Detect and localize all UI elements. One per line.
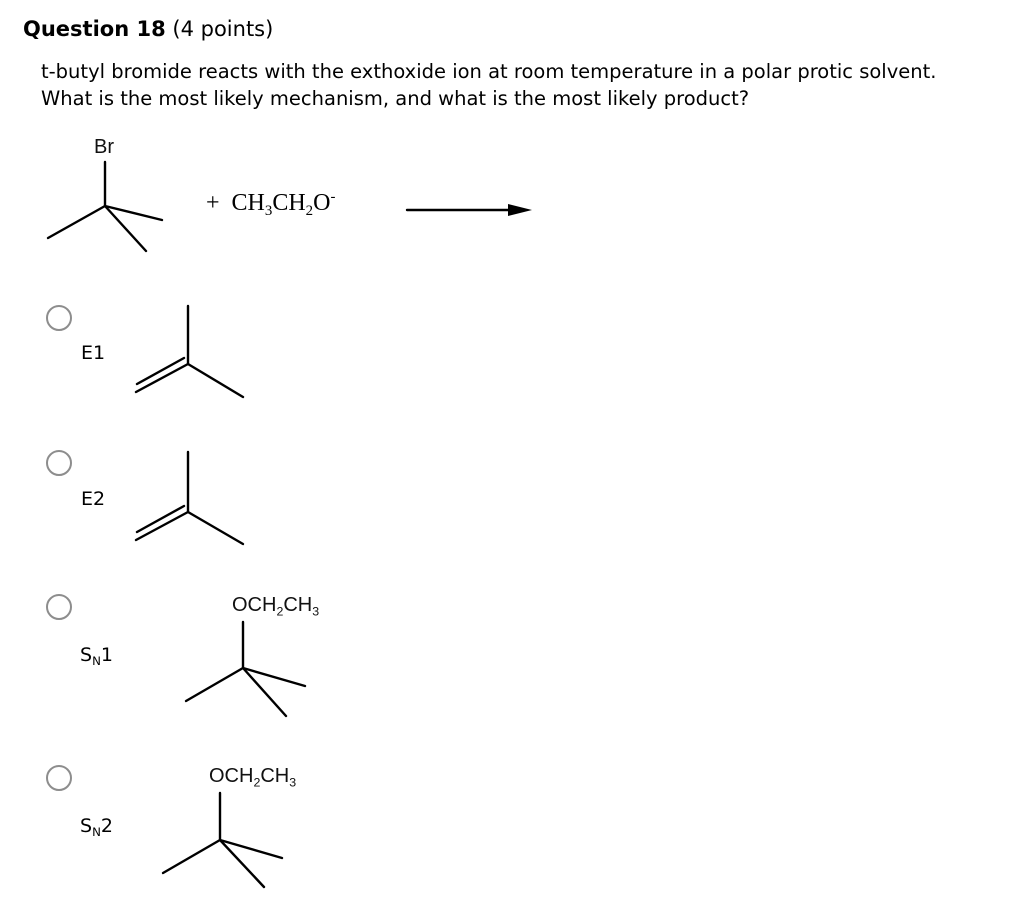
reagent-ch3: CH — [231, 190, 265, 216]
option-sn2-product-structure — [161, 791, 284, 889]
question-points: (4 points) — [172, 17, 274, 41]
option-sn2-radio[interactable] — [46, 765, 72, 791]
tbutyl-bromide-structure — [46, 160, 532, 253]
option-e1-product-structure — [134, 304, 245, 399]
reaction-arrowhead — [508, 204, 532, 216]
question-text: t-butyl bromide reacts with the exthoxid… — [41, 60, 937, 110]
option-sn1-label: SN1 — [80, 644, 113, 669]
bond-c-me-down — [103, 204, 148, 253]
reagent-formula: + CH3CH2O- — [206, 189, 336, 220]
option-e2-product-structure — [134, 450, 245, 546]
option-sn2-label: SN2 — [80, 815, 113, 840]
option-e1-label: E1 — [81, 342, 106, 364]
charge: - — [330, 189, 336, 206]
question-header: Question 18 (4 points) — [23, 16, 273, 42]
option-sn1-radio[interactable] — [46, 594, 72, 620]
option-sn2-product-label: OCH2CH3 — [209, 765, 297, 790]
option-e2-radio[interactable] — [46, 450, 72, 476]
option-e2-label: E2 — [81, 488, 106, 510]
bond-c-me-right — [103, 204, 164, 222]
bromine-label: Br — [94, 136, 114, 158]
option-sn1-product-structure — [184, 620, 307, 718]
bond-c-me-left — [46, 204, 107, 240]
option-sn1-product-label: OCH2CH3 — [232, 594, 320, 619]
question-title: Question 18 — [23, 17, 166, 41]
option-e1-radio[interactable] — [46, 305, 72, 331]
plus-sign: + — [206, 190, 220, 216]
